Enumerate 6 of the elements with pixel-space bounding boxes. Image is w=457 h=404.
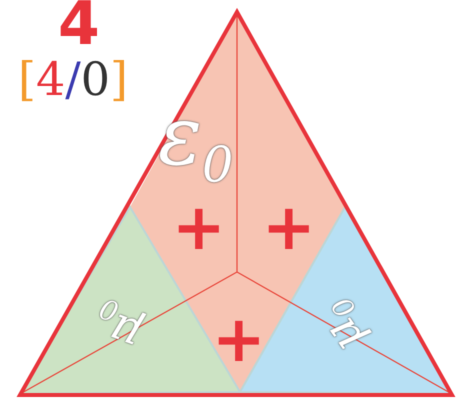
ratio-label: [4/0] <box>18 56 128 102</box>
plus-sign: + <box>172 196 226 260</box>
symbol-label: ε$_{0}$ <box>158 96 234 190</box>
figure-number: 4 <box>58 0 100 54</box>
plus-sign: + <box>212 308 266 372</box>
plus-sign: + <box>262 196 316 260</box>
